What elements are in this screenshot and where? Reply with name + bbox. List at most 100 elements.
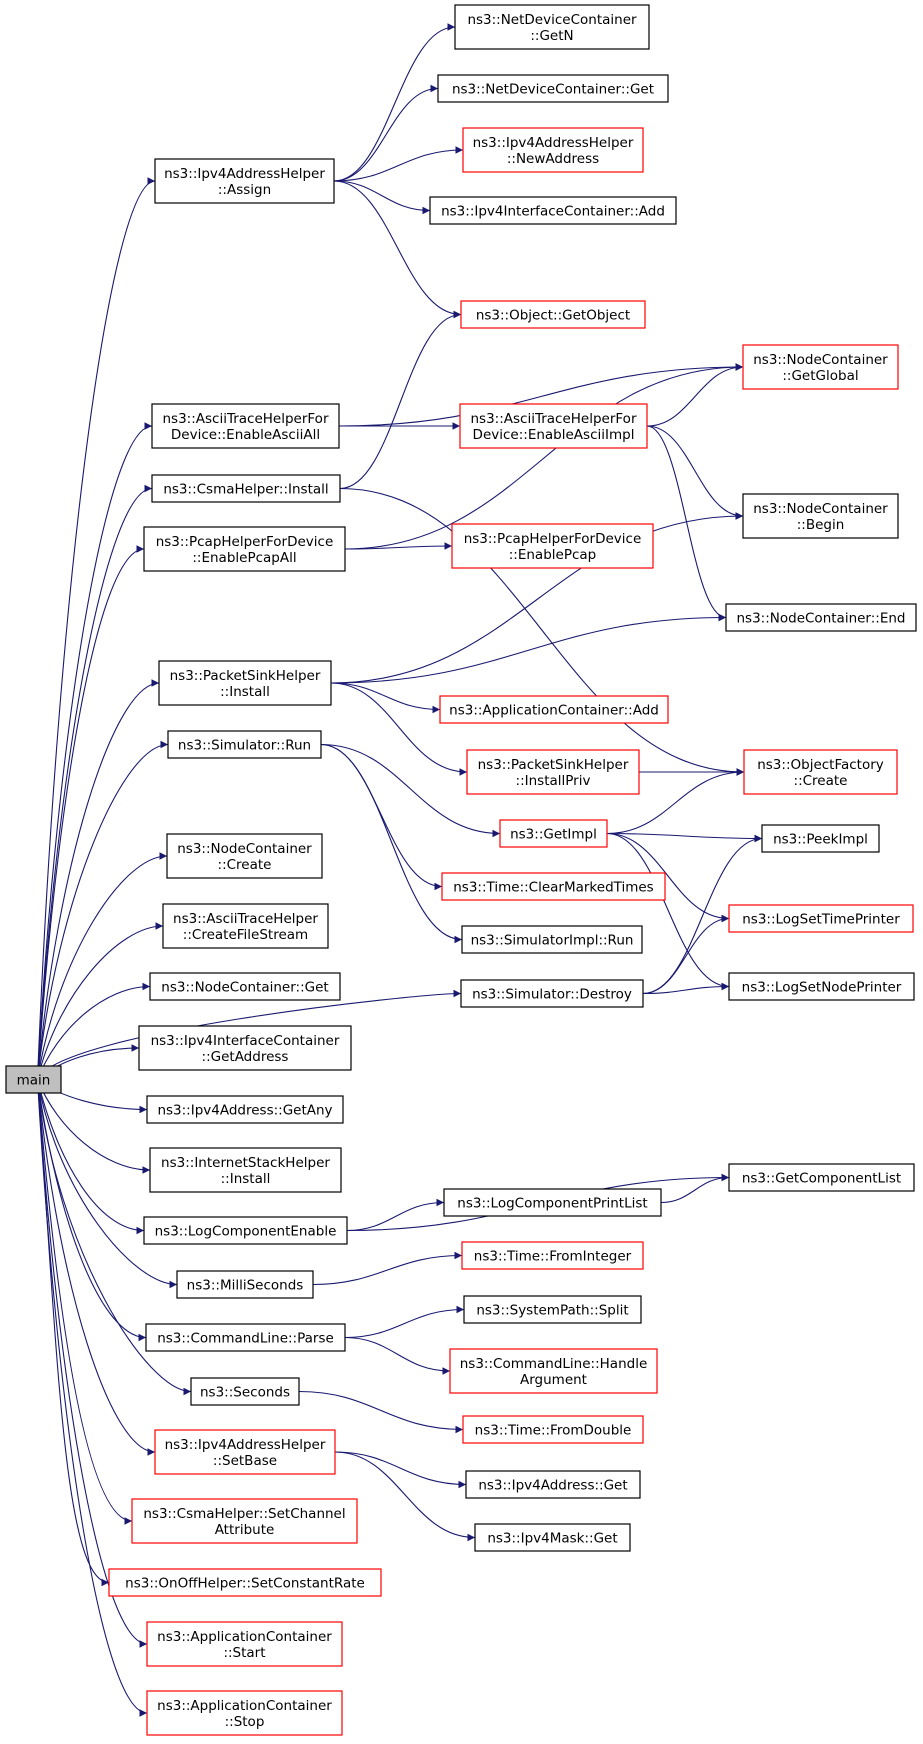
node-label-obj_getobject-0: ns3::Object::GetObject [476,308,630,324]
node-psh_installpriv[interactable]: ns3::PacketSinkHelper::InstallPriv [466,749,640,795]
node-pcap_enable_all[interactable]: ns3::PcapHelperForDevice::EnablePcapAll [143,526,346,572]
edge-getimpl-to-objfactory_create [606,768,745,835]
node-time_clearmarked[interactable]: ns3::Time::ClearMarkedTimes [441,872,666,901]
node-nc_end[interactable]: ns3::NodeContainer::End [725,603,917,632]
edge-main-to-csma_setchan [36,1079,133,1525]
node-box-ascii_enable_all [151,403,340,449]
node-sim_run[interactable]: ns3::Simulator::Run [167,730,322,759]
node-inet_install[interactable]: ns3::InternetStackHelper::Install [149,1147,342,1193]
edge-getimpl-to-log_setnodeprinter [606,832,730,991]
node-label-peekimpl-0: ns3::PeekImpl [773,832,868,848]
node-appc_add[interactable]: ns3::ApplicationContainer::Add [439,695,669,724]
node-ipv4mask_get[interactable]: ns3::Ipv4Mask::Get [474,1523,631,1552]
node-label-psh_installpriv-1: ::InstallPriv [516,773,591,789]
node-box-sim_destroy [460,979,644,1008]
node-ipv4addr_getany[interactable]: ns3::Ipv4Address::GetAny [146,1095,344,1124]
node-ipv4ic_add[interactable]: ns3::Ipv4InterfaceContainer::Add [429,196,677,225]
node-objfactory_create[interactable]: ns3::ObjectFactory::Create [743,749,898,795]
edge-main-to-sim_destroy [36,989,462,1080]
node-sim_destroy[interactable]: ns3::Simulator::Destroy [460,979,644,1008]
node-label-nc_getglobal-0: ns3::NodeContainer [753,352,888,368]
node-csma_install[interactable]: ns3::CsmaHelper::Install [151,474,341,503]
node-ascii_enable_all[interactable]: ns3::AsciiTraceHelperForDevice::EnableAs… [151,403,340,449]
node-label-psh_installpriv-0: ns3::PacketSinkHelper [478,757,629,773]
node-label-get_component_list-0: ns3::GetComponentList [742,1171,901,1187]
node-ipv4address_get[interactable]: ns3::Ipv4Address::Get [465,1470,641,1499]
node-obj_getobject[interactable]: ns3::Object::GetObject [460,300,646,329]
node-get_component_list[interactable]: ns3::GetComponentList [728,1163,915,1192]
node-label-ipv4addr_newaddr-0: ns3::Ipv4AddressHelper [473,135,634,151]
node-box-ipv4mask_get [474,1523,631,1552]
node-appc_stop[interactable]: ns3::ApplicationContainer::Stop [146,1690,343,1736]
node-box-main [5,1065,62,1094]
node-nc_begin[interactable]: ns3::NodeContainer::Begin [742,493,899,539]
node-box-log_comp_printlist [443,1188,662,1217]
node-label-appc_start-0: ns3::ApplicationContainer [157,1629,332,1645]
node-syspath_split[interactable]: ns3::SystemPath::Split [463,1295,642,1324]
edge-sim_run-to-simimpl_run [320,743,463,944]
node-log_settimeprinter[interactable]: ns3::LogSetTimePrinter [728,904,914,933]
node-nc_getglobal[interactable]: ns3::NodeContainer::GetGlobal [742,344,899,390]
node-log_setnodeprinter[interactable]: ns3::LogSetNodePrinter [728,972,915,1001]
node-seconds[interactable]: ns3::Seconds [190,1377,300,1406]
node-box-simimpl_run [461,925,643,954]
node-packetsink_install[interactable]: ns3::PacketSinkHelper::Install [158,660,332,706]
node-label-simimpl_run-0: ns3::SimulatorImpl::Run [471,933,634,949]
node-getimpl[interactable]: ns3::GetImpl [499,819,608,848]
node-label-log_comp_printlist-0: ns3::LogComponentPrintList [457,1196,647,1212]
node-ascii_enable_impl[interactable]: ns3::AsciiTraceHelperForDevice::EnableAs… [459,403,648,449]
node-nc_create[interactable]: ns3::NodeContainer::Create [166,833,323,879]
node-ipv4addr_assign[interactable]: ns3::Ipv4AddressHelper::Assign [154,158,335,204]
node-log_comp_printlist[interactable]: ns3::LogComponentPrintList [443,1188,662,1217]
node-time_frominteger[interactable]: ns3::Time::FromInteger [461,1241,644,1270]
node-label-pcap_enable_all-1: ::EnablePcapAll [192,550,296,566]
node-label-time_frominteger-0: ns3::Time::FromInteger [474,1249,632,1265]
edge-cmd_parse-to-syspath_split [344,1305,465,1339]
node-label-objfactory_create-0: ns3::ObjectFactory [757,757,884,773]
node-log_comp_enable[interactable]: ns3::LogComponentEnable [143,1216,348,1245]
node-label-ipv4ic_getaddr-0: ns3::Ipv4InterfaceContainer [151,1033,340,1049]
edge-main-to-packetsink_install [36,679,160,1080]
edge-main-to-appc_start [36,1079,148,1648]
node-main: main [5,1065,62,1094]
node-box-time_fromdouble [462,1415,644,1444]
node-simimpl_run[interactable]: ns3::SimulatorImpl::Run [461,925,643,954]
node-pcap_enable[interactable]: ns3::PcapHelperForDevice::EnablePcap [451,523,654,569]
node-onoff_setrate[interactable]: ns3::OnOffHelper::SetConstantRate [108,1568,382,1597]
node-label-log_settimeprinter-0: ns3::LogSetTimePrinter [742,912,900,928]
node-ipv4addr_newaddr[interactable]: ns3::Ipv4AddressHelper::NewAddress [462,127,644,173]
node-box-nc_get [149,972,341,1001]
node-ipv4addr_setbase[interactable]: ns3::Ipv4AddressHelper::SetBase [154,1429,336,1475]
node-ascii_create_fs[interactable]: ns3::AsciiTraceHelper::CreateFileStream [162,903,329,949]
node-box-ipv4addr_setbase [154,1429,336,1475]
node-peekimpl[interactable]: ns3::PeekImpl [761,824,880,853]
node-box-psh_installpriv [466,749,640,795]
node-nc_get[interactable]: ns3::NodeContainer::Get [149,972,341,1001]
edge-main-to-sim_run [36,740,169,1080]
edge-main-to-milliseconds [36,1079,178,1289]
node-ndc_get[interactable]: ns3::NetDeviceContainer::Get [437,74,669,103]
node-time_fromdouble[interactable]: ns3::Time::FromDouble [462,1415,644,1444]
node-label-ndc_getn-1: ::GetN [530,28,573,44]
node-ndc_getn[interactable]: ns3::NetDeviceContainer::GetN [454,4,650,50]
node-cmd_parse[interactable]: ns3::CommandLine::Parse [145,1323,346,1352]
node-label-time_clearmarked-0: ns3::Time::ClearMarkedTimes [453,880,653,896]
node-box-log_settimeprinter [728,904,914,933]
node-label-log_comp_enable-0: ns3::LogComponentEnable [155,1224,337,1240]
node-ipv4ic_getaddr[interactable]: ns3::Ipv4InterfaceContainer::GetAddress [138,1025,352,1071]
node-label-nc_create-1: ::Create [218,857,272,873]
node-appc_start[interactable]: ns3::ApplicationContainer::Start [146,1621,343,1667]
edge-main-to-log_comp_enable [36,1079,145,1235]
node-box-syspath_split [463,1295,642,1324]
edge-ipv4addr_setbase-to-ipv4mask_get [334,1451,476,1542]
node-label-ascii_create_fs-1: ::CreateFileStream [183,927,308,943]
node-milliseconds[interactable]: ns3::MilliSeconds [176,1270,314,1299]
node-label-csma_setchan-1: Attribute [215,1522,275,1538]
node-box-pcap_enable [451,523,654,569]
edge-packetsink_install-to-nc_end [330,613,727,684]
edge-packetsink_install-to-psh_installpriv [330,682,468,776]
node-label-ndc_get-0: ns3::NetDeviceContainer::Get [452,82,654,98]
node-box-appc_add [439,695,669,724]
